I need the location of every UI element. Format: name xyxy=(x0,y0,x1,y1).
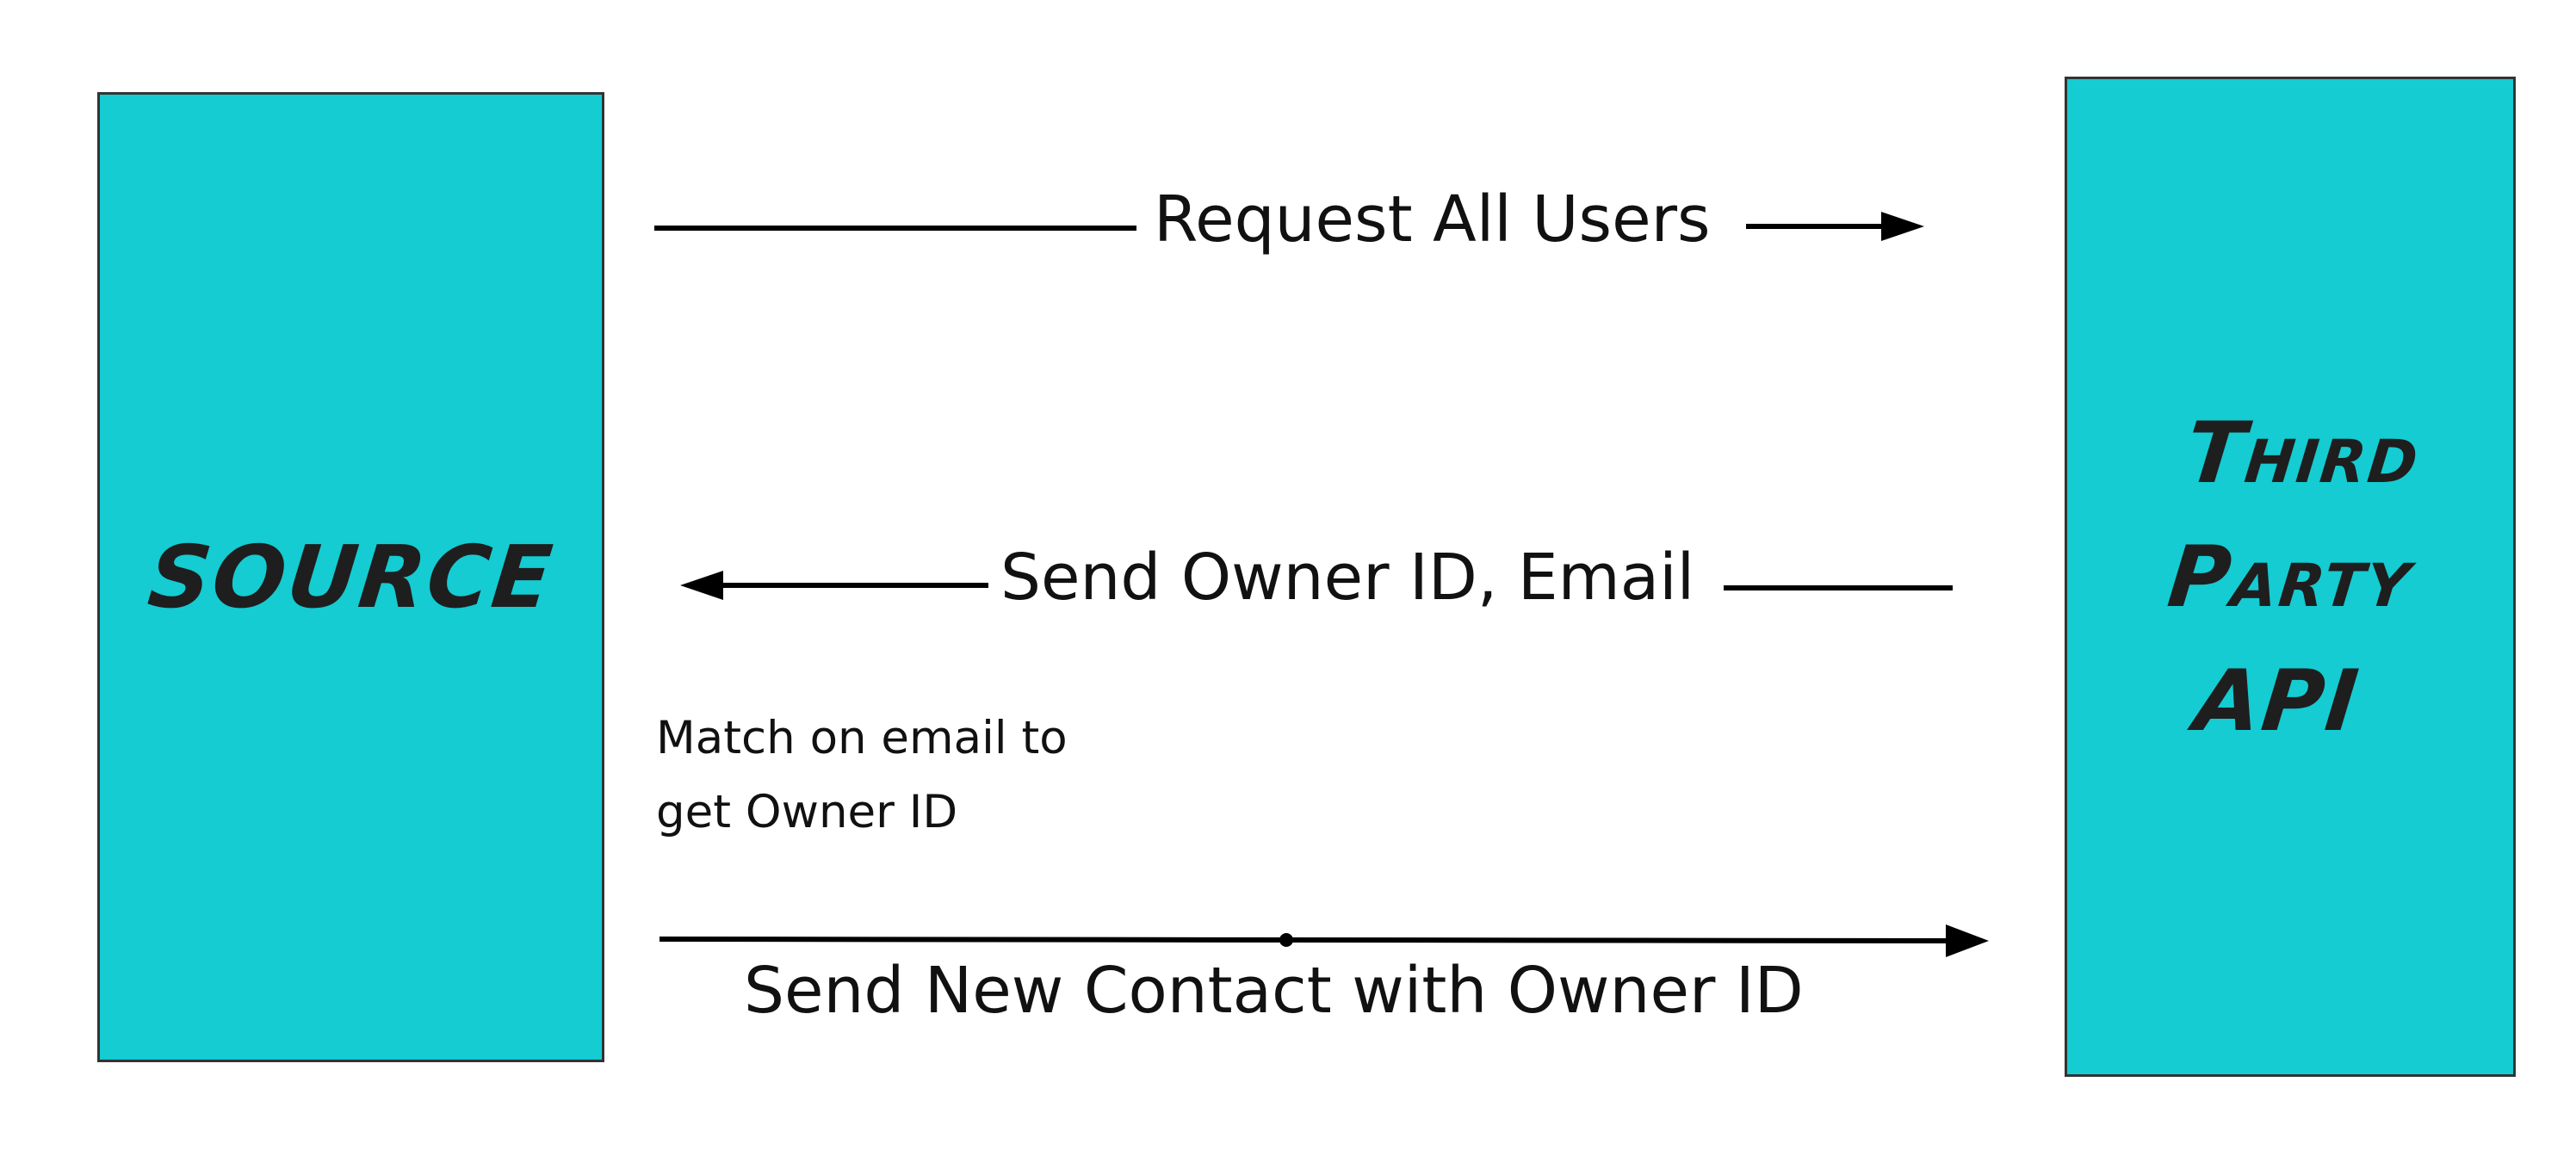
send-owner-arrow-head xyxy=(680,571,988,600)
send-owner-id-email-label: Send Owner ID, Email xyxy=(1000,541,1695,615)
match-on-email-note: Match on email to get Owner ID xyxy=(656,712,1068,838)
send-new-contact-label: Send New Contact with Owner ID xyxy=(744,954,1804,1028)
source-node: SOURCE xyxy=(97,92,604,1062)
request-arrow-head xyxy=(1746,212,1924,241)
third-party-api-node: Third Party API xyxy=(2065,77,2516,1077)
request-all-users-label: Request All Users xyxy=(1154,182,1711,257)
new-contact-arrow xyxy=(659,924,1989,957)
